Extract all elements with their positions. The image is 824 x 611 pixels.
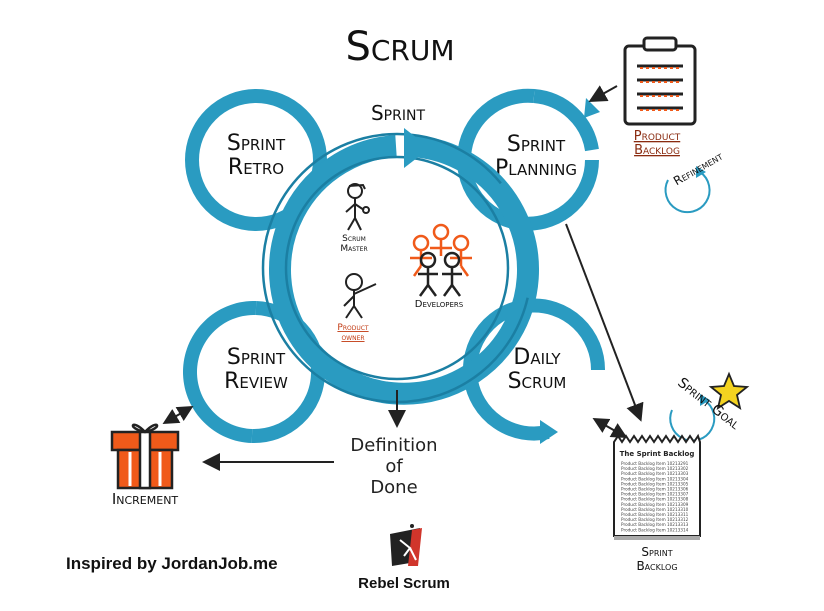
sprint-backlog-item: Product Backlog Item 10213303 <box>621 471 689 476</box>
increment-label: Increment <box>112 490 179 508</box>
developers-group <box>410 223 472 297</box>
product-owner-label-line2: owner <box>341 333 364 343</box>
sprint-backlog-label-line1: Sprint <box>641 545 672 559</box>
daily-label-line2: Scrum <box>508 369 567 394</box>
sprint-backlog-item: Product Backlog Item 10213313 <box>621 522 689 527</box>
retro-label-line2: Retro <box>228 155 284 180</box>
event-sprint-planning: Sprint Planning <box>457 88 600 231</box>
event-sprint-retro: Sprint Retro <box>185 89 327 231</box>
daily-scrum-sprint-backlog-arrow <box>592 418 628 438</box>
star-icon <box>708 371 750 410</box>
sprint-backlog-item: Product Backlog Item 10213304 <box>621 476 689 481</box>
dod-line3: Done <box>370 477 417 498</box>
daily-label-line1: Daily <box>513 345 561 370</box>
scrum-master-label-line2: Master <box>340 244 367 254</box>
backlog-to-planning-arrow <box>588 85 618 102</box>
sprint-backlog-item: Product Backlog Item 10213314 <box>621 527 689 532</box>
sprint-backlog-item: Product Backlog Item 10213312 <box>621 517 689 522</box>
product-backlog-label-line2: Backlog <box>634 143 680 158</box>
diagram-title: Scrum <box>345 24 454 70</box>
planning-label-line1: Sprint <box>507 132 566 157</box>
sprint-backlog-item: Product Backlog Item 10213302 <box>621 466 689 471</box>
brand-name: Rebel Scrum <box>358 575 450 592</box>
sprint-backlog-item: Product Backlog Item 10213308 <box>621 497 689 502</box>
developers-label: Developers <box>415 299 464 310</box>
sprint-backlog-item: Product Backlog Item 10213307 <box>621 492 689 497</box>
product-owner-figure <box>343 273 377 319</box>
sprint-label: Sprint <box>371 101 425 125</box>
planning-to-sprint-backlog-arrow <box>565 223 644 422</box>
scrum-master-figure <box>345 183 370 231</box>
sprint-backlog-header: The Sprint Backlog <box>620 450 695 458</box>
product-owner-label-line1: Product <box>337 323 369 333</box>
dod-line1: Definition <box>350 435 437 456</box>
sprint-backlog-item: Product Backlog Item 10213309 <box>621 502 689 507</box>
sprint-backlog-item: Product Backlog Item 10213311 <box>621 512 689 517</box>
increment-gift-icon <box>110 423 180 490</box>
review-label-line2: Review <box>224 369 288 394</box>
scrum-master-label-line1: Scrum <box>342 234 366 244</box>
review-label-line1: Sprint <box>227 345 286 370</box>
credit-text: Inspired by JordanJob.me <box>66 554 278 573</box>
planning-label-line2: Planning <box>495 156 577 181</box>
sprint-backlog-item: Product Backlog Item 10213306 <box>621 487 689 492</box>
dod-line2: of <box>385 456 403 477</box>
product-backlog-clipboard <box>623 36 697 126</box>
review-increment-arrow <box>162 405 194 425</box>
sprint-backlog-item: Product Backlog Item 10213310 <box>621 507 689 512</box>
rebel-scrum-logo <box>390 524 422 566</box>
sprint-backlog-item: Product Backlog Item 10213305 <box>621 481 689 486</box>
sprint-backlog-label-line2: Backlog <box>636 559 677 573</box>
product-backlog-label-line1: Product <box>634 129 681 144</box>
retro-label-line1: Sprint <box>227 131 286 156</box>
refinement-cycle-icon <box>664 166 711 214</box>
event-sprint-review: Sprint Review <box>182 300 326 444</box>
sprint-backlog-item: Product Backlog Item 10213291 <box>621 461 689 466</box>
event-daily-scrum: Daily Scrum <box>463 298 606 444</box>
sprint-cycle-ring <box>261 128 539 405</box>
